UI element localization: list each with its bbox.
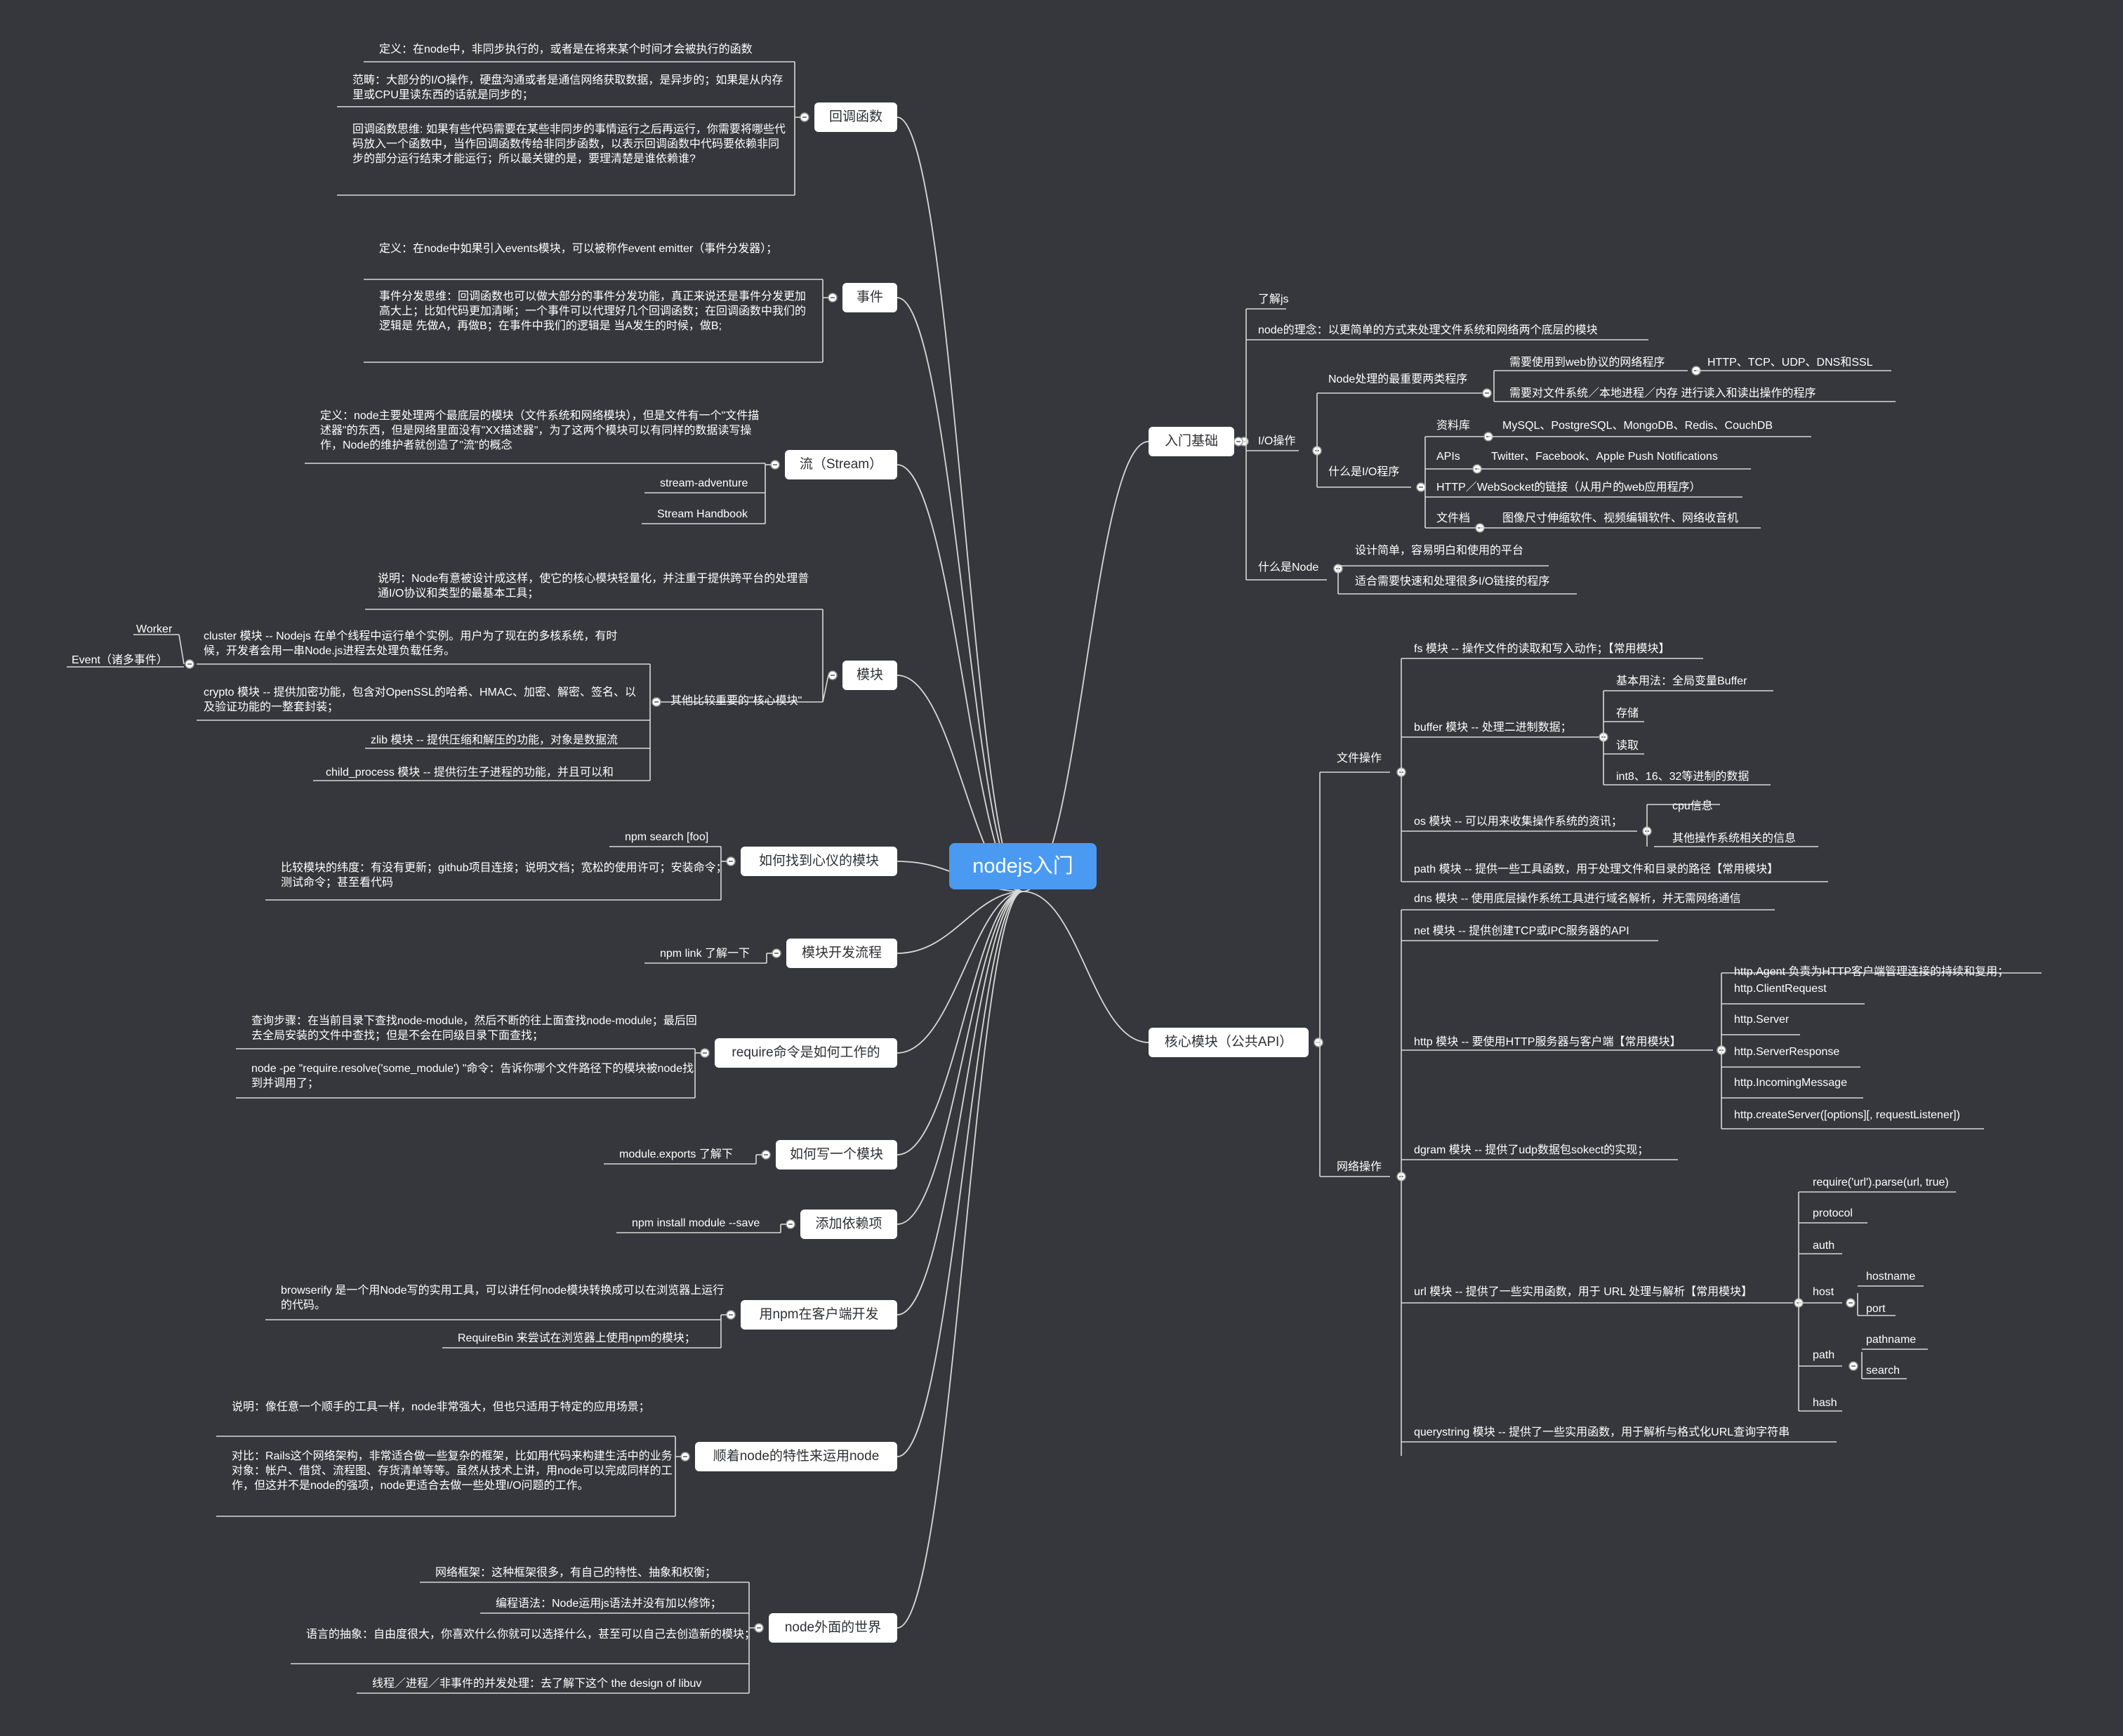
mindmap-leaf[interactable]: 说明：Node有意被设计成这样，使它的核心模块轻量化，并注重于提供跨平台的处理普… bbox=[378, 573, 809, 599]
mindmap-leaf[interactable]: I/O操作 bbox=[1258, 435, 1296, 447]
mindmap-leaf[interactable]: Stream Handbook bbox=[657, 508, 748, 520]
mindmap-leaf[interactable]: 定义：在node中如果引入events模块，可以被称作event emitter… bbox=[379, 243, 778, 255]
mindmap-leaf[interactable]: 事件分发思维：回调函数也可以做大部分的事件分发功能，真正来说还是事件分发更加高大… bbox=[379, 291, 807, 332]
topic-left-5[interactable]: 模块开发流程 bbox=[786, 939, 897, 968]
mindmap-leaf[interactable]: buffer 模块 -- 处理二进制数据； bbox=[1414, 722, 1572, 734]
mindmap-leaf[interactable]: 设计简单，容易明白和使用的平台 bbox=[1355, 545, 1524, 557]
mindmap-leaf[interactable]: http.Agent 负责为HTTP客户端管理连接的持续和复用； bbox=[1734, 966, 2009, 978]
mindmap-leaf[interactable]: 读取 bbox=[1616, 740, 1639, 752]
mindmap-leaf[interactable]: http.IncomingMessage bbox=[1734, 1077, 1847, 1089]
mindmap-leaf[interactable]: 网络操作 bbox=[1337, 1161, 1382, 1173]
mindmap-leaf[interactable]: 什么是I/O程序 bbox=[1328, 466, 1400, 478]
mindmap-leaf[interactable]: 适合需要快速和处理很多I/O链接的程序 bbox=[1355, 576, 1550, 588]
topic-left-9[interactable]: 用npm在客户端开发 bbox=[741, 1300, 897, 1330]
topic-left-1[interactable]: 事件 bbox=[842, 283, 897, 312]
mindmap-leaf[interactable]: auth bbox=[1813, 1240, 1835, 1252]
mindmap-leaf[interactable]: cpu信息 bbox=[1672, 800, 1713, 812]
mindmap-leaf[interactable]: npm search [foo] bbox=[625, 831, 709, 843]
mindmap-leaf[interactable]: Node处理的最重要两类程序 bbox=[1328, 373, 1468, 385]
mindmap-leaf[interactable]: 定义：node主要处理两个最底层的模块（文件系统和网络模块），但是文件有一个"文… bbox=[320, 410, 760, 451]
mindmap-leaf[interactable]: search bbox=[1866, 1365, 1900, 1377]
mindmap-leaf[interactable]: host bbox=[1813, 1286, 1834, 1298]
mindmap-leaf[interactable]: HTTP、TCP、UDP、DNS和SSL bbox=[1707, 357, 1873, 369]
mindmap-leaf[interactable]: 其他操作系统相关的信息 bbox=[1672, 833, 1797, 844]
mindmap-leaf[interactable]: net 模块 -- 提供创建TCP或IPC服务器的API bbox=[1414, 925, 1629, 937]
mindmap-leaf[interactable]: http.ServerResponse bbox=[1734, 1046, 1840, 1058]
mindmap-leaf[interactable]: Event（诸多事件） bbox=[72, 654, 168, 666]
topic-left-11[interactable]: node外面的世界 bbox=[769, 1613, 897, 1643]
mindmap-leaf[interactable]: 基本用法：全局变量Buffer bbox=[1616, 675, 1747, 687]
mindmap-leaf[interactable]: 其他比较重要的"核心模块" bbox=[670, 695, 802, 707]
mindmap-leaf[interactable]: MySQL、PostgreSQL、MongoDB、Redis、CouchDB bbox=[1502, 420, 1773, 432]
mindmap-leaf[interactable]: 网络框架：这种框架很多，有自己的特性、抽象和权衡； bbox=[435, 1567, 717, 1579]
mindmap-leaf[interactable]: 语言的抽象：自由度很大，你喜欢什么你就可以选择什么，甚至可以自己去创造新的模块； bbox=[306, 1629, 756, 1641]
topic-left-4[interactable]: 如何找到心仪的模块 bbox=[741, 847, 897, 876]
topic-right-1[interactable]: 核心模块（公共API） bbox=[1149, 1028, 1309, 1057]
mindmap-leaf[interactable]: http.ClientRequest bbox=[1734, 983, 1827, 995]
mindmap-leaf[interactable]: crypto 模块 -- 提供加密功能，包含对OpenSSL的哈希、HMAC、加… bbox=[204, 687, 637, 713]
mindmap-leaf[interactable]: url 模块 -- 提供了一些实用函数，用于 URL 处理与解析【常用模块】 bbox=[1414, 1286, 1753, 1298]
mindmap-leaf[interactable]: querystring 模块 -- 提供了一些实用函数，用于解析与格式化URL查… bbox=[1414, 1426, 1790, 1438]
mindmap-leaf[interactable]: hash bbox=[1813, 1397, 1837, 1409]
mindmap-leaf[interactable]: hostname bbox=[1866, 1271, 1916, 1283]
mindmap-leaf[interactable]: 需要对文件系统／本地进程／内存 进行读入和读出操作的程序 bbox=[1509, 387, 1816, 399]
topic-left-2[interactable]: 流（Stream） bbox=[785, 450, 897, 479]
mindmap-leaf[interactable]: child_process 模块 -- 提供衍生子进程的功能，并且可以和 bbox=[326, 767, 614, 778]
mindmap-leaf[interactable]: 什么是Node bbox=[1258, 562, 1319, 574]
mindmap-leaf[interactable]: fs 模块 -- 操作文件的读取和写入动作；【常用模块】 bbox=[1414, 643, 1670, 655]
mindmap-leaf[interactable]: int8、16、32等进制的数据 bbox=[1616, 771, 1750, 783]
mindmap-leaf[interactable]: port bbox=[1866, 1303, 1886, 1315]
mindmap-leaf[interactable]: 图像尺寸伸缩软件、视频编辑软件、网络收音机 bbox=[1502, 512, 1739, 524]
mindmap-leaf[interactable]: RequireBin 来尝试在浏览器上使用npm的模块； bbox=[458, 1332, 696, 1344]
mindmap-leaf[interactable]: http.createServer([options][, requestLis… bbox=[1734, 1109, 1960, 1121]
mindmap-leaf[interactable]: browserify 是一个用Node写的实用工具，可以讲任何node模块转换成… bbox=[281, 1285, 725, 1311]
mindmap-leaf[interactable]: npm link 了解一下 bbox=[660, 948, 750, 960]
mindmap-leaf[interactable]: 存储 bbox=[1616, 708, 1639, 720]
root-topic[interactable]: nodejs入门 bbox=[949, 843, 1097, 889]
topic-left-10[interactable]: 顺着node的特性来运用node bbox=[695, 1442, 897, 1471]
topic-left-3[interactable]: 模块 bbox=[842, 661, 897, 690]
mindmap-leaf[interactable]: 比较模块的纬度：有没有更新；github项目连接；说明文档；宽松的使用许可；安装… bbox=[281, 862, 727, 889]
mindmap-leaf[interactable]: dns 模块 -- 使用底层操作系统工具进行域名解析，并无需网络通信 bbox=[1414, 893, 1741, 905]
mindmap-leaf[interactable]: os 模块 -- 可以用来收集操作系统的资讯； bbox=[1414, 816, 1622, 828]
mindmap-leaf[interactable]: node的理念：以更简单的方式来处理文件系统和网络两个底层的模块 bbox=[1258, 324, 1598, 336]
topic-left-7[interactable]: 如何写一个模块 bbox=[776, 1140, 897, 1170]
mindmap-leaf[interactable]: 说明：像任意一个顺手的工具一样，node非常强大，但也只适用于特定的应用场景； bbox=[232, 1401, 650, 1413]
mindmap-leaf[interactable]: 资料库 bbox=[1436, 420, 1471, 432]
mindmap-leaf[interactable]: 了解js bbox=[1258, 293, 1289, 305]
mindmap-leaf[interactable]: 编程语法：Node运用js语法并没有加以修饰； bbox=[496, 1598, 722, 1610]
mindmap-leaf[interactable]: http.Server bbox=[1734, 1014, 1790, 1026]
mindmap-leaf[interactable]: 线程／进程／非事件的并发处理：去了解下这个 the design of libu… bbox=[372, 1678, 702, 1690]
mindmap-leaf[interactable]: require('url').parse(url, true) bbox=[1813, 1177, 1949, 1188]
mindmap-leaf[interactable]: zlib 模块 -- 提供压缩和解压的功能，对象是数据流 bbox=[371, 734, 619, 746]
topic-left-0[interactable]: 回调函数 bbox=[814, 102, 897, 132]
mindmap-leaf[interactable]: 回调函数思维: 如果有些代码需要在某些非同步的事情运行之后再运行，你需要将哪些代… bbox=[352, 124, 786, 165]
mindmap-leaf[interactable]: Worker bbox=[136, 623, 173, 635]
mindmap-leaf[interactable]: node -pe "require.resolve('some_module')… bbox=[251, 1063, 694, 1089]
mindmap-leaf[interactable]: 文件档 bbox=[1436, 512, 1471, 524]
topic-left-6[interactable]: require命令是如何工作的 bbox=[715, 1038, 897, 1068]
mindmap-leaf[interactable]: 对比：Rails这个网络架构，非常适合做一些复杂的框架，比如用代码来构建生活中的… bbox=[232, 1450, 673, 1492]
mindmap-leaf[interactable]: path 模块 -- 提供一些工具函数，用于处理文件和目录的路径【常用模块】 bbox=[1414, 863, 1779, 875]
mindmap-leaf[interactable]: HTTP／WebSocket的链接（从用户的web应用程序） bbox=[1436, 482, 1701, 493]
topic-right-0[interactable]: 入门基础 bbox=[1149, 427, 1234, 456]
mindmap-leaf[interactable]: 文件操作 bbox=[1337, 753, 1382, 764]
mindmap-leaf[interactable]: stream-adventure bbox=[660, 477, 748, 489]
mindmap-leaf[interactable]: http 模块 -- 要使用HTTP服务器与客户端【常用模块】 bbox=[1414, 1036, 1681, 1048]
mindmap-leaf[interactable]: APIs bbox=[1436, 451, 1460, 463]
mindmap-leaf[interactable]: Twitter、Facebook、Apple Push Notification… bbox=[1491, 451, 1718, 463]
mindmap-leaf[interactable]: module.exports 了解下 bbox=[619, 1148, 733, 1160]
mindmap-leaf[interactable]: path bbox=[1813, 1349, 1835, 1361]
mindmap-leaf[interactable]: pathname bbox=[1866, 1334, 1917, 1346]
mindmap-leaf[interactable]: 查询步骤：在当前目录下查找node-module，然后不断的往上面查找node-… bbox=[251, 1015, 697, 1042]
mindmap-leaf[interactable]: protocol bbox=[1813, 1207, 1853, 1219]
mindmap-leaf[interactable]: npm install module --save bbox=[632, 1217, 760, 1229]
topic-left-8[interactable]: 添加依赖项 bbox=[800, 1210, 897, 1239]
mindmap-leaf[interactable]: 定义：在node中，非同步执行的，或者是在将来某个时间才会被执行的函数 bbox=[379, 44, 753, 55]
mindmap-leaf[interactable]: dgram 模块 -- 提供了udp数据包sokect的实现； bbox=[1414, 1144, 1649, 1156]
mindmap-leaf[interactable]: 需要使用到web协议的网络程序 bbox=[1509, 357, 1665, 369]
mindmap-leaf[interactable]: cluster 模块 -- Nodejs 在单个线程中运行单个实例。用户为了现在… bbox=[204, 630, 618, 657]
mindmap-leaf[interactable]: 范畴：大部分的I/O操作，硬盘沟通或者是通信网络获取数据，是异步的；如果是从内存… bbox=[352, 74, 783, 101]
